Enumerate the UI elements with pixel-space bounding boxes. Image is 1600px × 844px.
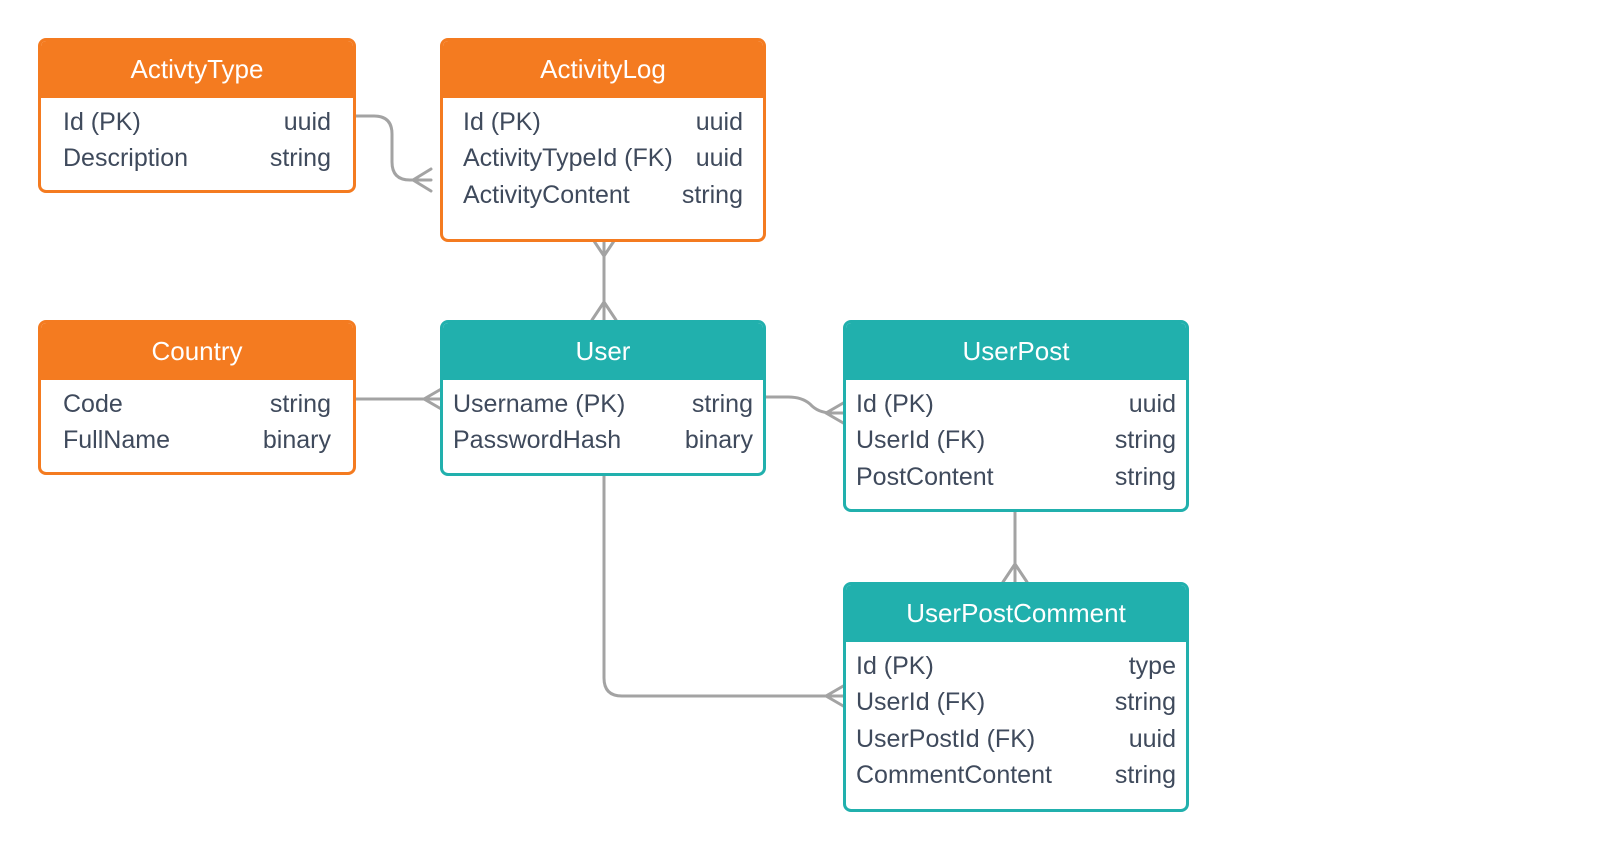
- field-name: Username (PK): [453, 389, 626, 418]
- field-type: string: [1114, 462, 1176, 491]
- field-row: Id (PK) type: [856, 648, 1176, 685]
- field-row: Username (PK) string: [453, 386, 753, 423]
- field-row: ActivityContent string: [463, 177, 743, 214]
- field-row: FullName binary: [63, 423, 331, 460]
- field-name: Description: [63, 144, 189, 173]
- field-name: UserPostId (FK): [856, 724, 1036, 753]
- entity-user[interactable]: User Username (PK) string PasswordHash b…: [440, 320, 766, 476]
- field-type: uuid: [695, 144, 743, 173]
- field-name: Id (PK): [856, 389, 934, 418]
- entity-country[interactable]: Country Code string FullName binary: [38, 320, 356, 475]
- field-type: uuid: [695, 107, 743, 136]
- connector-user-userpost: [757, 395, 847, 426]
- field-name: ActivityContent: [463, 180, 630, 209]
- entity-userpost[interactable]: UserPost Id (PK) uuid UserId (FK) string…: [843, 320, 1189, 512]
- entity-activitylog[interactable]: ActivityLog Id (PK) uuid ActivityTypeId …: [440, 38, 766, 242]
- field-row: Code string: [63, 386, 331, 423]
- field-type: binary: [684, 426, 753, 455]
- connector-country-user: [354, 386, 445, 412]
- field-type: string: [691, 389, 753, 418]
- field-type: uuid: [1128, 389, 1176, 418]
- field-type: string: [681, 180, 743, 209]
- field-name: Id (PK): [463, 107, 541, 136]
- field-name: CommentContent: [856, 761, 1052, 790]
- field-row: Id (PK) uuid: [856, 386, 1176, 423]
- field-type: binary: [262, 426, 331, 455]
- field-type: type: [1128, 651, 1176, 680]
- field-name: UserId (FK): [856, 426, 986, 455]
- field-row: UserId (FK) string: [856, 685, 1176, 722]
- field-name: Code: [63, 389, 123, 418]
- connector-activitytype-activitylog: [354, 114, 433, 193]
- field-type: string: [269, 144, 331, 173]
- entity-title: UserPost: [846, 323, 1186, 380]
- field-type: string: [269, 389, 331, 418]
- entity-activitytype[interactable]: ActivtyType Id (PK) uuid Description str…: [38, 38, 356, 193]
- field-row: PostContent string: [856, 459, 1176, 496]
- entity-title: UserPostComment: [846, 585, 1186, 642]
- entity-title: User: [443, 323, 763, 380]
- field-type: uuid: [283, 107, 331, 136]
- entity-title: ActivtyType: [41, 41, 353, 98]
- field-name: Id (PK): [856, 651, 934, 680]
- field-row: Id (PK) uuid: [463, 104, 743, 141]
- field-row: ActivityTypeId (FK) uuid: [463, 141, 743, 178]
- field-name: Id (PK): [63, 107, 141, 136]
- entity-title: Country: [41, 323, 353, 380]
- field-name: FullName: [63, 426, 170, 455]
- field-name: PostContent: [856, 462, 994, 491]
- connector-user-userpostcomment: [602, 474, 847, 709]
- field-type: string: [1114, 688, 1176, 717]
- field-row: Description string: [63, 141, 331, 178]
- field-row: PasswordHash binary: [453, 423, 753, 460]
- entity-userpostcomment[interactable]: UserPostComment Id (PK) type UserId (FK)…: [843, 582, 1189, 812]
- field-type: uuid: [1128, 724, 1176, 753]
- field-row: UserPostId (FK) uuid: [856, 721, 1176, 758]
- field-row: Id (PK) uuid: [63, 104, 331, 141]
- connector-activitylog-user: [590, 236, 618, 322]
- field-type: string: [1114, 426, 1176, 455]
- field-row: UserId (FK) string: [856, 423, 1176, 460]
- field-name: PasswordHash: [453, 426, 622, 455]
- connector-userpost-userpostcomment: [1001, 508, 1029, 584]
- field-type: string: [1114, 761, 1176, 790]
- field-row: CommentContent string: [856, 758, 1176, 795]
- field-name: UserId (FK): [856, 688, 986, 717]
- field-name: ActivityTypeId (FK): [463, 144, 673, 173]
- entity-title: ActivityLog: [443, 41, 763, 98]
